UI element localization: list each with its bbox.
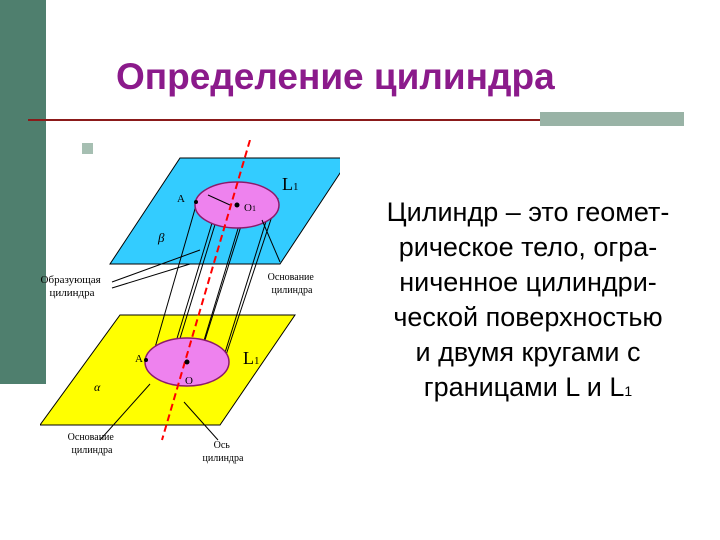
definition-line-last: границами L и L1 (344, 370, 712, 409)
left-accent-bar (0, 0, 46, 384)
title-underline (28, 119, 684, 121)
label-alpha: α (94, 380, 101, 394)
definition-line: ниченное цилиндри- (399, 267, 657, 297)
definition-line: и двумя кругами с (415, 337, 641, 367)
cylinder-diagram: L1 A O1 β L1 A O α Образующая цилиндра О… (39, 139, 351, 480)
label-l1-upper: L1 (282, 174, 299, 194)
cylinder-axis (161, 139, 251, 441)
label-a-upper: A (177, 193, 185, 205)
definition-line: Цилиндр – это геомет- (386, 197, 670, 227)
label-o: O (185, 375, 193, 387)
label-beta: β (157, 230, 165, 245)
center-point-o1 (234, 202, 240, 208)
point-a-upper (194, 200, 198, 204)
callout-base-lower: Основание цилиндра (68, 432, 117, 456)
definition-text: Цилиндр – это геомет- рическое тело, огр… (344, 195, 712, 409)
callout-axis: Ось цилиндра (203, 440, 244, 464)
center-point-o (184, 359, 190, 365)
callout-base-upper: Основание цилиндра (268, 272, 317, 296)
callout-generator: Образующая цилиндра (41, 274, 104, 299)
decorative-block (540, 112, 684, 126)
point-a-lower (144, 358, 148, 362)
slide-title: Определение цилиндра (116, 56, 555, 97)
bullet-square-icon (82, 143, 93, 154)
definition-last-subscript: 1 (624, 383, 633, 399)
definition-line: ческой поверхностью (393, 302, 663, 332)
callout-leaders (99, 194, 281, 441)
label-o1: O1 (244, 202, 256, 214)
definition-last-prefix: границами L и L (423, 372, 625, 402)
label-l1-lower: L1 (243, 348, 260, 368)
definition-line: рическое тело, огра- (398, 232, 658, 262)
cylinder-diagram-svg: L1 A O1 β L1 A O α Образующая цилиндра О… (39, 139, 351, 464)
label-a-lower: A (135, 353, 143, 365)
